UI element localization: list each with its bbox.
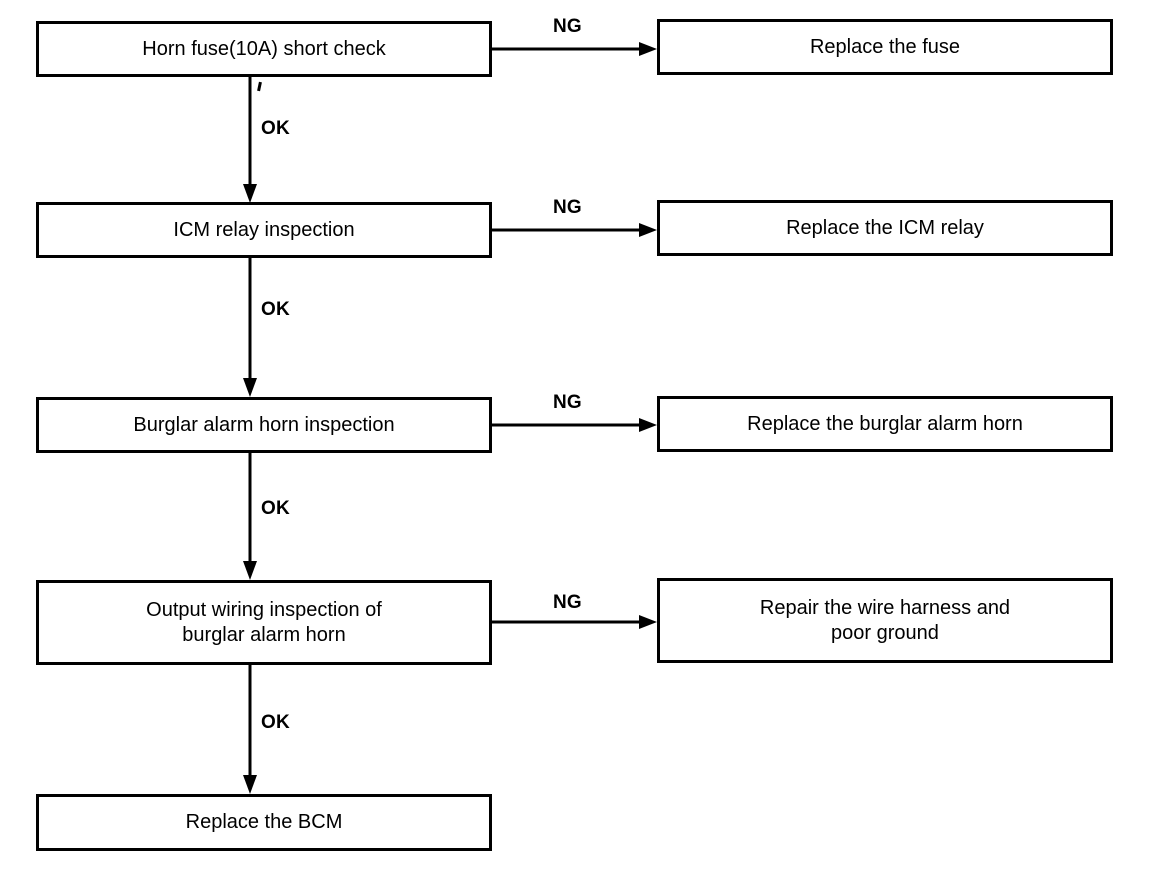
edge-label-ng-3: NG — [553, 392, 582, 413]
node-label-line1: Output wiring inspection of — [146, 599, 382, 622]
node-label: Replace the BCM — [185, 811, 343, 834]
node-label: ICM relay inspection — [173, 218, 355, 241]
connector-step1-ok — [236, 77, 266, 205]
connector-step2-ng — [491, 206, 661, 256]
edge-label-ok-4: OK — [261, 712, 290, 733]
connector-step2-ok — [236, 258, 266, 399]
connector-step3-ok — [236, 453, 266, 582]
node-label-line2: poor ground — [831, 621, 939, 644]
node-label-line1: Repair the wire harness and — [759, 597, 1011, 620]
action-node-replace-burglar-alarm-horn[interactable]: Replace the burglar alarm horn — [657, 396, 1113, 452]
node-label: Horn fuse(10A) short check — [142, 37, 386, 60]
edge-label-ok-1: OK — [261, 118, 290, 139]
action-node-replace-bcm[interactable]: Replace the BCM — [36, 794, 492, 851]
connector-step4-ng — [491, 598, 661, 648]
edge-label-ng-1: NG — [553, 16, 582, 37]
process-node-output-wiring-inspection[interactable]: Output wiring inspection of burglar alar… — [36, 580, 492, 665]
action-node-replace-icm-relay[interactable]: Replace the ICM relay — [657, 200, 1113, 256]
action-node-replace-fuse[interactable]: Replace the fuse — [657, 19, 1113, 75]
edge-label-ng-4: NG — [553, 592, 582, 613]
connector-step4-ok — [236, 665, 266, 796]
edge-label-ng-2: NG — [553, 197, 582, 218]
edge-label-ok-3: OK — [261, 498, 290, 519]
node-label: Replace the ICM relay — [786, 216, 984, 239]
node-label: Repair the wire harness and poor ground — [760, 596, 1010, 645]
node-label: Replace the fuse — [809, 35, 961, 58]
node-label: Replace the burglar alarm horn — [747, 412, 1023, 435]
node-label: Output wiring inspection of burglar alar… — [146, 598, 382, 647]
edge-label-ok-2: OK — [261, 299, 290, 320]
process-node-icm-relay-inspection[interactable]: ICM relay inspection — [36, 202, 492, 258]
node-label: Burglar alarm horn inspection — [133, 413, 395, 436]
node-label-line2: burglar alarm horn — [182, 623, 346, 646]
connector-step1-ng — [491, 25, 661, 75]
connector-step3-ng — [491, 401, 661, 451]
process-node-burglar-alarm-horn-inspection[interactable]: Burglar alarm horn inspection — [36, 397, 492, 453]
process-node-horn-fuse-check[interactable]: Horn fuse(10A) short check — [36, 21, 492, 77]
action-node-repair-wire-harness[interactable]: Repair the wire harness and poor ground — [657, 578, 1113, 663]
